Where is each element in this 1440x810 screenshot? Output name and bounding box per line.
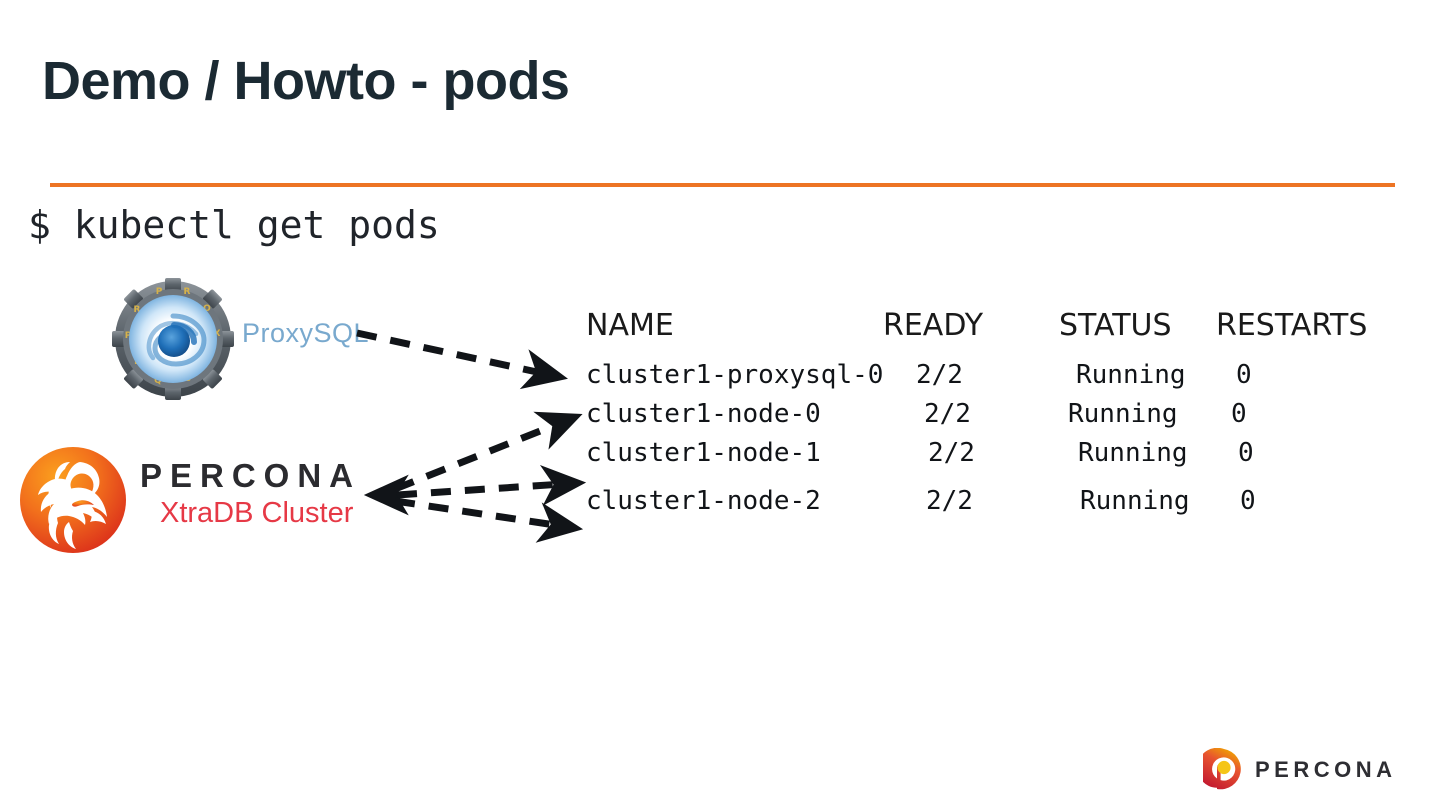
- svg-text:R: R: [134, 305, 141, 315]
- cell-restarts: 0: [1240, 486, 1256, 516]
- cell-status: Running: [1080, 486, 1190, 516]
- percona-bison-icon: [18, 445, 128, 555]
- arrow-percona-to-node-0: [393, 411, 583, 493]
- page-title: Demo / Howto - pods: [42, 51, 570, 111]
- cell-restarts: 0: [1236, 360, 1252, 390]
- cell-restarts: 0: [1238, 438, 1254, 468]
- cell-name: cluster1-proxysql-0: [586, 360, 884, 390]
- column-header-status: STATUS: [1059, 308, 1172, 343]
- cell-name: cluster1-node-1: [586, 438, 821, 468]
- percona-p-mark-icon: [1197, 747, 1245, 790]
- proxysql-label: ProxySQL: [242, 318, 370, 348]
- table-row: cluster1-node-0 2/2 Running 0: [586, 399, 1386, 433]
- cell-status: Running: [1068, 399, 1178, 429]
- column-header-ready: READY: [883, 308, 984, 343]
- svg-text:P: P: [125, 331, 132, 341]
- footer-brand-text: PERCONA: [1255, 757, 1397, 782]
- cell-ready: 2/2: [916, 360, 963, 390]
- column-header-name: NAME: [586, 308, 674, 343]
- svg-text:O: O: [203, 304, 211, 314]
- arrow-percona-to-node-2: [394, 497, 584, 543]
- table-row: cluster1-proxysql-0 2/2 Running 0: [586, 360, 1386, 394]
- svg-text:R: R: [184, 287, 191, 297]
- table-row: cluster1-node-2 2/2 Running 0: [586, 486, 1386, 520]
- svg-text:P: P: [156, 287, 163, 297]
- arrow-percona-to-node-1: [396, 465, 587, 506]
- proxysql-gear-vortex-icon: P R O X Y S Q L P R: [112, 278, 234, 400]
- cell-ready: 2/2: [924, 399, 971, 429]
- svg-text:X: X: [214, 329, 221, 339]
- cell-ready: 2/2: [926, 486, 973, 516]
- table-header-row: NAME READY STATUS RESTARTS: [586, 308, 1386, 348]
- cell-status: Running: [1076, 360, 1186, 390]
- terminal-command: $ kubectl get pods: [28, 203, 440, 247]
- cell-restarts: 0: [1231, 399, 1247, 429]
- cell-name: cluster1-node-0: [586, 399, 821, 429]
- percona-wordmark: PERCONA: [140, 457, 362, 494]
- table-row: cluster1-node-1 2/2 Running 0: [586, 438, 1386, 472]
- percona-sub-wordmark: XtraDB Cluster: [160, 497, 354, 529]
- cell-status: Running: [1078, 438, 1188, 468]
- percona-xtradb-logo-group: PERCONA XtraDB Cluster: [18, 443, 398, 563]
- title-divider-rule: [50, 183, 1395, 187]
- arrow-proxysql-to-pod: [356, 329, 568, 390]
- cell-ready: 2/2: [928, 438, 975, 468]
- pods-table: NAME READY STATUS RESTARTS cluster1-prox…: [586, 308, 1386, 528]
- footer-brand-logo: PERCONA: [1197, 747, 1399, 792]
- column-header-restarts: RESTARTS: [1216, 308, 1368, 343]
- svg-text:Q: Q: [154, 376, 162, 386]
- cell-name: cluster1-node-2: [586, 486, 821, 516]
- proxysql-logo-group: P R O X Y S Q L P R: [112, 278, 369, 403]
